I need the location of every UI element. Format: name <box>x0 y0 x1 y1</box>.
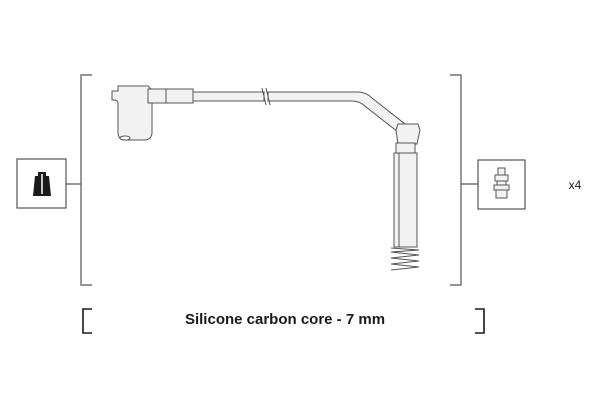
spec-label: Silicone carbon core - 7 mm <box>184 311 386 328</box>
spring-terminal-icon <box>390 247 420 271</box>
ignition-lead <box>111 85 421 248</box>
spark-plug-terminal-icon <box>477 159 526 210</box>
wire-length-bracket <box>80 74 462 286</box>
quantity-label: x4 <box>568 178 582 192</box>
spec-bracket <box>82 308 485 334</box>
coil-boot-terminal-icon <box>16 158 67 209</box>
